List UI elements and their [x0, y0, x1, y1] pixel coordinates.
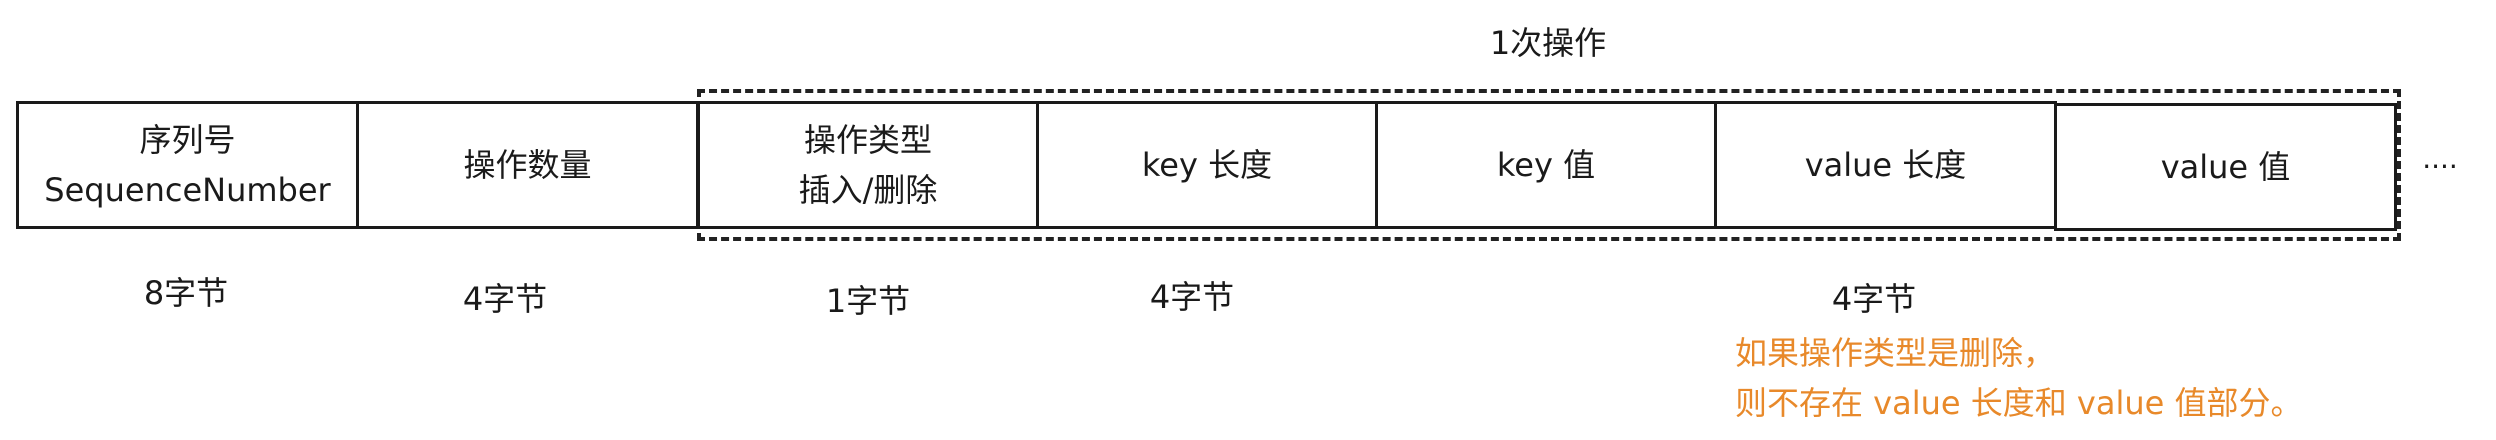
- field-label: value 值: [2160, 148, 2291, 186]
- field-label: key 值: [1496, 146, 1596, 184]
- field-operation-count: 操作数量: [356, 101, 699, 229]
- size-label: 1字节: [825, 282, 911, 320]
- field-label: key 长度: [1141, 146, 1273, 184]
- field-value-length: value 长度: [1714, 101, 2057, 229]
- field-label: value 长度: [1804, 146, 1967, 184]
- field-sublabel: SequenceNumber: [44, 171, 331, 209]
- size-label: 8字节: [143, 274, 229, 312]
- size-label: 4字节: [1831, 280, 1917, 318]
- field-operation-type: 操作类型 插入/删除: [697, 101, 1039, 229]
- field-key-value: key 值: [1375, 101, 1717, 229]
- ellipsis: ....: [2422, 142, 2458, 175]
- operation-group-label: 1次操作: [1489, 24, 1607, 62]
- field-key-length: key 长度: [1036, 101, 1378, 229]
- field-label: 序列号: [139, 121, 236, 159]
- field-label: 操作类型: [803, 121, 932, 159]
- field-label: 操作数量: [463, 146, 592, 184]
- note-line-1: 如果操作类型是删除，: [1735, 334, 2056, 372]
- size-label: 4字节: [462, 280, 548, 318]
- note-line-2: 则不存在 value 长度和 value 值部分。: [1735, 384, 2303, 422]
- field-sublabel: 插入/删除: [798, 171, 938, 209]
- size-label: 4字节: [1149, 278, 1235, 316]
- field-value-value: value 值: [2054, 103, 2397, 231]
- field-sequence-number: 序列号 SequenceNumber: [16, 101, 359, 229]
